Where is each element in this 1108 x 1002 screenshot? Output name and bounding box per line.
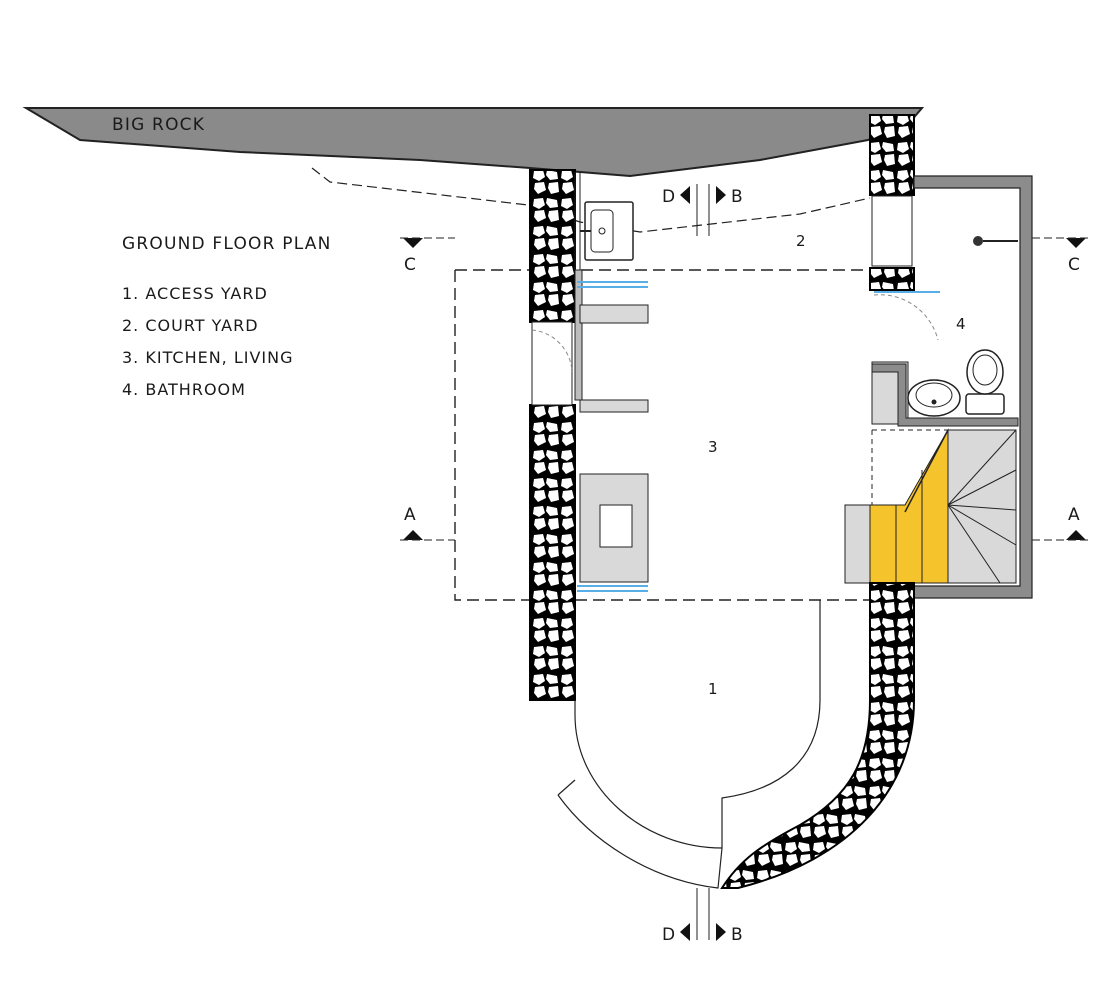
section-marker-c-left: C	[400, 237, 455, 275]
section-marker-db-top: D B	[662, 184, 743, 236]
staircase	[844, 428, 1017, 584]
plan-title: GROUND FLOOR PLAN	[122, 234, 332, 254]
svg-text:C: C	[1068, 255, 1080, 275]
room-label-3: 3	[708, 438, 718, 456]
partition-walls	[574, 269, 649, 413]
legend: GROUND FLOOR PLAN 1. ACCESS YARD 2. COUR…	[122, 234, 332, 406]
washbasin	[907, 379, 961, 417]
room-legend-list: 1. ACCESS YARD 2. COURT YARD 3. KITCHEN,…	[122, 278, 332, 406]
curved-stone-wall	[720, 582, 915, 889]
svg-text:C: C	[404, 255, 416, 275]
room-label-4: 4	[956, 315, 966, 333]
left-door	[531, 321, 573, 406]
roof-outline-dashed	[454, 269, 870, 601]
svg-text:B: B	[731, 187, 743, 207]
big-rock: BIG ROCK	[22, 107, 925, 178]
room-label-1: 1	[708, 680, 718, 698]
svg-text:A: A	[404, 505, 416, 525]
right-stone-pillar	[869, 114, 915, 291]
svg-text:D: D	[662, 925, 675, 945]
legend-item-court-yard: 2. COURT YARD	[122, 316, 259, 335]
legend-item-bathroom: 4. BATHROOM	[122, 380, 246, 399]
legend-item-access-yard: 1. ACCESS YARD	[122, 284, 268, 303]
left-stone-wall	[529, 169, 581, 701]
section-marker-db-bottom: D B	[662, 888, 743, 945]
svg-text:B: B	[731, 925, 743, 945]
svg-text:D: D	[662, 187, 675, 207]
section-marker-a-left: A	[400, 505, 455, 541]
room-label-2: 2	[796, 232, 806, 250]
svg-text:A: A	[1068, 505, 1080, 525]
kitchen-counter	[579, 473, 649, 583]
legend-item-kitchen-living: 3. KITCHEN, LIVING	[122, 348, 294, 367]
service-block	[871, 175, 1033, 599]
access-yard-outline	[557, 600, 821, 889]
shower-fitting	[973, 236, 1018, 246]
section-marker-a-right: A	[1032, 505, 1090, 541]
window-glazing	[577, 281, 940, 592]
courtyard-sink	[580, 201, 634, 261]
section-marker-c-right: C	[1032, 237, 1090, 275]
big-rock-label: BIG ROCK	[112, 115, 205, 135]
toilet	[965, 349, 1005, 415]
